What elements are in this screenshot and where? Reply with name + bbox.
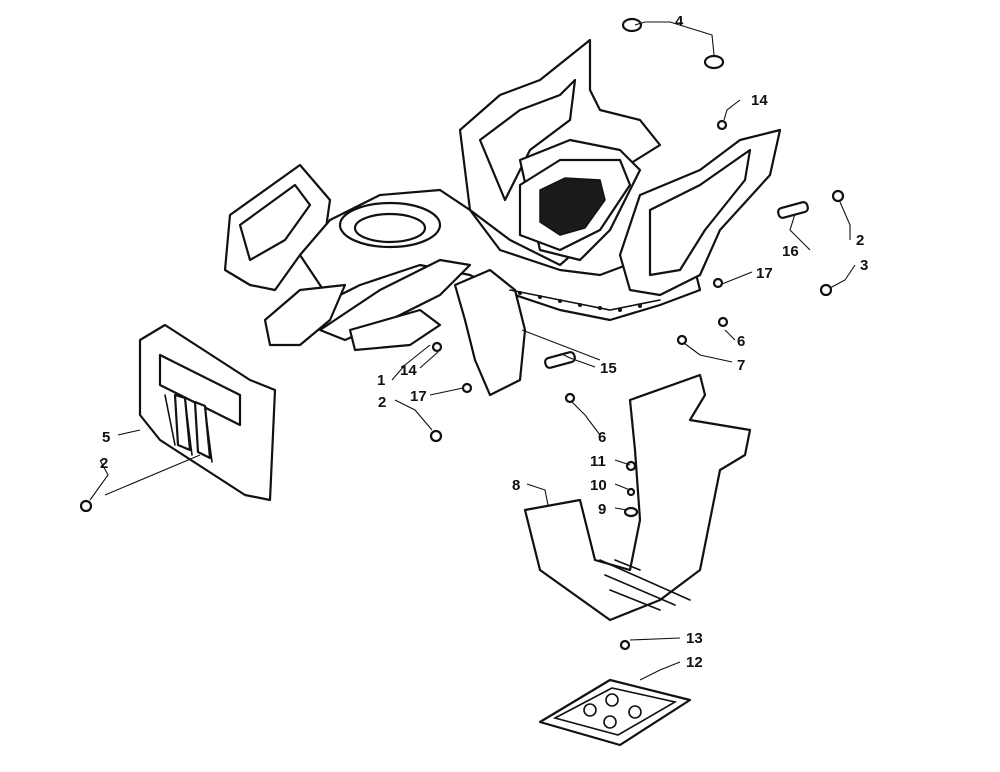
callout-15: 15 bbox=[600, 360, 617, 377]
hardware-screws bbox=[79, 189, 845, 651]
callout-17-center: 17 bbox=[410, 388, 427, 405]
callout-6-center: 6 bbox=[598, 429, 606, 446]
callout-1: 1 bbox=[377, 372, 385, 389]
callout-13: 13 bbox=[686, 630, 703, 647]
hardware-bumpers-4 bbox=[621, 17, 725, 70]
callout-labels: 1 2 2 2 3 4 5 6 6 7 8 9 10 11 12 13 14 1… bbox=[100, 13, 868, 671]
callout-14-top: 14 bbox=[751, 92, 768, 109]
footrest-plate bbox=[538, 678, 692, 747]
callout-9: 9 bbox=[598, 501, 606, 518]
callout-4: 4 bbox=[675, 13, 684, 30]
callout-2-left: 2 bbox=[100, 455, 108, 472]
callout-3: 3 bbox=[860, 257, 868, 274]
callout-7: 7 bbox=[737, 357, 745, 374]
callout-16: 16 bbox=[782, 243, 799, 260]
callout-6-right: 6 bbox=[737, 333, 745, 350]
main-body-fender bbox=[223, 38, 782, 397]
callout-8: 8 bbox=[512, 477, 520, 494]
callout-5: 5 bbox=[102, 429, 110, 446]
callout-11: 11 bbox=[590, 453, 606, 470]
callout-12: 12 bbox=[686, 654, 703, 671]
floorboard bbox=[523, 373, 752, 622]
leader-lines bbox=[89, 21, 856, 681]
front-grille-panel bbox=[138, 323, 277, 502]
callout-10: 10 bbox=[590, 477, 607, 494]
callout-2-right: 2 bbox=[856, 232, 864, 249]
callout-17-right: 17 bbox=[756, 265, 773, 282]
callout-2-center: 2 bbox=[378, 394, 386, 411]
hardware-grommets bbox=[431, 119, 728, 394]
callout-14-bottom: 14 bbox=[400, 362, 417, 379]
